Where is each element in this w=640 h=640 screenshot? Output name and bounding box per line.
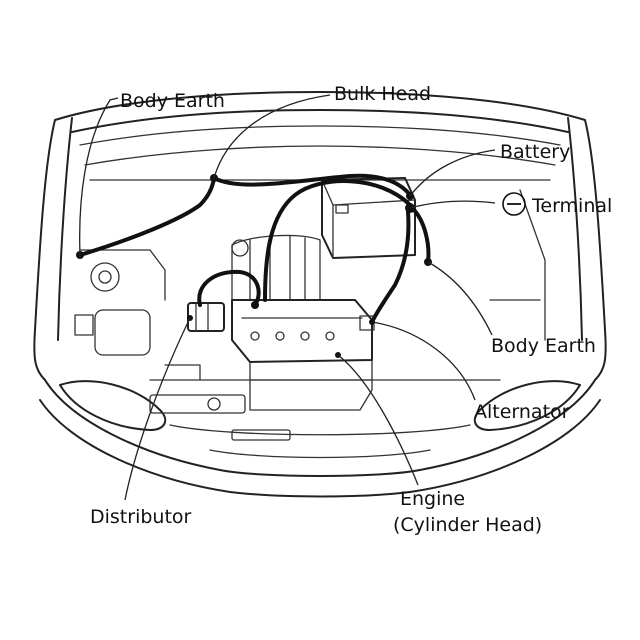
label-bulk-head: Bulk Head — [334, 83, 431, 105]
label-distributor: Distributor — [90, 506, 192, 528]
label-body-earth-right: Body Earth — [491, 335, 596, 357]
ground-cables — [78, 173, 431, 324]
minus-terminal-icon — [502, 192, 526, 216]
label-alternator: Alternator — [474, 401, 570, 423]
engine-point — [251, 301, 259, 309]
label-battery: Battery — [500, 141, 570, 163]
engine-shape — [187, 234, 375, 411]
label-terminal: Terminal — [531, 195, 612, 217]
leader-lines — [79, 94, 496, 501]
labels: Body Earth Bulk Head Battery Terminal Bo… — [90, 83, 612, 536]
label-engine: Engine — [400, 488, 465, 510]
battery-shape — [321, 177, 416, 259]
label-body-earth-left: Body Earth — [120, 90, 225, 112]
car-body — [33, 91, 607, 498]
label-cylinder-head: (Cylinder Head) — [393, 514, 542, 536]
